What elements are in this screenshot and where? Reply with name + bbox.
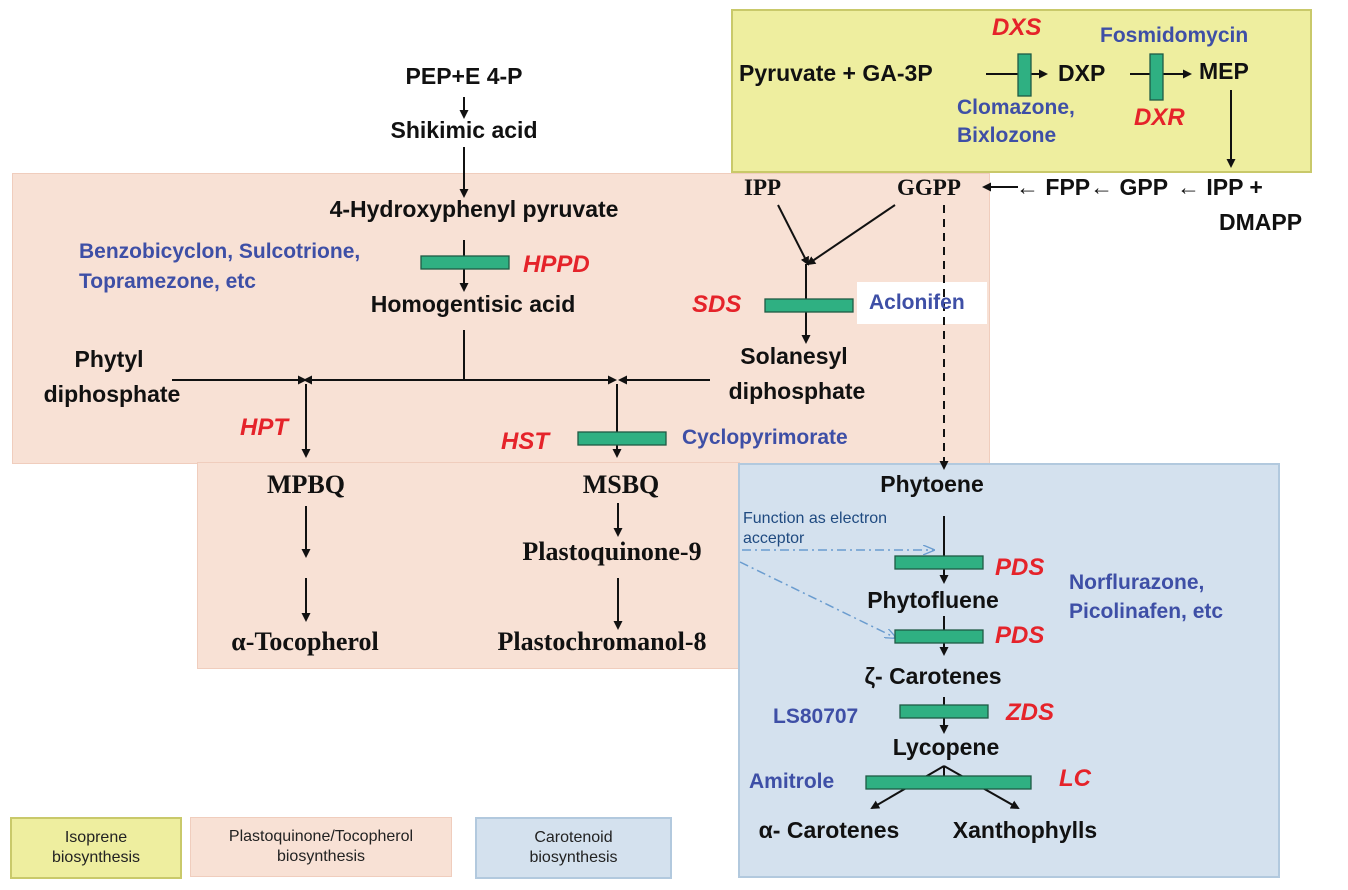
bixlozone-label: Bixlozone	[957, 124, 1057, 147]
hppd-inhibitors-line1: Benzobicyclon, Sulcotrione,	[79, 240, 361, 263]
msbq-label: MSBQ	[582, 470, 660, 499]
carotenoid-region	[738, 463, 1280, 878]
lc-block-bar	[865, 775, 1032, 790]
dxs-block-bar	[1017, 53, 1032, 97]
ggpp-label: GGPP	[897, 175, 961, 200]
sds-block-bar	[764, 298, 854, 313]
amitrole-label: Amitrole	[749, 770, 835, 793]
aclonifen-label-background	[857, 282, 987, 324]
solanesyl-label-line1: Solanesyl	[740, 343, 848, 369]
norflurazone-label: Norflurazone,	[1069, 571, 1205, 594]
xanthophylls-label: Xanthophylls	[952, 817, 1098, 843]
ipp-to-sds-arrow	[777, 204, 809, 266]
legend-plastoquinone: Plastoquinone/Tocopherol biosynthesis	[190, 817, 452, 877]
legend-isoprene: Isoprene biosynthesis	[10, 817, 182, 879]
hppd-enzyme-label: HPPD	[523, 251, 590, 278]
pyruvate-ga3p-label: Pyruvate + GA-3P	[739, 60, 933, 86]
picolinafen-label: Picolinafen, etc	[1069, 600, 1224, 623]
pds-block-bar-2	[894, 629, 984, 644]
homogentisic-acid-label: Homogentisic acid	[370, 291, 576, 317]
zds-enzyme-label: ZDS	[1006, 699, 1054, 726]
hst-enzyme-label: HST	[501, 428, 549, 455]
alpha-carotenes-label: α- Carotenes	[758, 817, 900, 843]
phytyl-label-line1: Phytyl	[74, 346, 144, 372]
lc-enzyme-label: LC	[1059, 765, 1091, 792]
pds-block-bar-1	[894, 555, 984, 570]
ipp-plus-label: ← IPP +	[1177, 174, 1263, 200]
zeta-carotenes-label: ζ- Carotenes	[864, 663, 1002, 689]
phytofluene-label: Phytofluene	[867, 587, 999, 613]
electron-acceptor-note-line2: acceptor	[743, 530, 805, 547]
legend-pq-line2: biosynthesis	[276, 848, 366, 865]
phytoene-label: Phytoene	[880, 471, 984, 497]
pds-enzyme-label-1: PDS	[995, 554, 1045, 581]
cyclopyrimorate-label: Cyclopyrimorate	[682, 426, 848, 449]
electron-acceptor-note-line1: Function as electron	[743, 510, 888, 527]
legend-isoprene-line2: biosynthesis	[51, 849, 141, 866]
sds-enzyme-label: SDS	[692, 291, 742, 318]
pds-enzyme-label-2: PDS	[995, 622, 1045, 649]
hst-block-bar	[577, 431, 667, 446]
hpt-enzyme-label: HPT	[240, 414, 288, 441]
plastoquinone-region-upper	[12, 173, 990, 464]
ipp-label: IPP	[744, 175, 782, 200]
pep-label: PEP+E 4-P	[405, 63, 523, 89]
fpp-gpp-label: ← FPP← GPP	[1016, 174, 1169, 200]
fosmidomycin-label: Fosmidomycin	[1100, 24, 1249, 47]
zds-block-bar	[899, 704, 989, 719]
dxr-enzyme-label: DXR	[1134, 104, 1185, 131]
aclonifen-label: Aclonifen	[869, 291, 965, 314]
plastoquinone-region-lower	[197, 462, 740, 669]
legend-car-line1: Carotenoid	[534, 829, 613, 846]
lycopene-label: Lycopene	[892, 734, 1000, 760]
hppd-block-bar	[420, 255, 510, 270]
ls80707-label: LS80707	[773, 705, 859, 728]
mep-label: MEP	[1199, 58, 1249, 84]
legend-pq-line1: Plastoquinone/Tocopherol	[228, 828, 414, 845]
dxp-label: DXP	[1058, 60, 1106, 86]
legend-car-line2: biosynthesis	[529, 849, 618, 866]
mpbq-label: MPBQ	[267, 470, 345, 499]
dxr-block-bar	[1149, 53, 1164, 101]
legend-isoprene-line1: Isoprene	[64, 829, 128, 846]
legend-carotenoid: Carotenoid biosynthesis	[475, 817, 672, 879]
dmapp-label: DMAPP	[1219, 209, 1303, 235]
phytyl-label-line2: diphosphate	[43, 381, 181, 407]
alpha-tocopherol-label: α-Tocopherol	[231, 627, 379, 656]
clomazone-label: Clomazone,	[957, 96, 1075, 119]
plastoquinone-9-label: Plastoquinone-9	[522, 537, 702, 566]
shikimic-acid-label: Shikimic acid	[390, 117, 538, 143]
plastochromanol-8-label: Plastochromanol-8	[497, 627, 707, 656]
solanesyl-label-line2: diphosphate	[728, 378, 866, 404]
dxs-enzyme-label: DXS	[992, 14, 1042, 41]
ggpp-to-sds-arrow	[806, 204, 896, 266]
hydroxyphenyl-pyruvate-label: 4-Hydroxyphenyl pyruvate	[329, 196, 619, 222]
hppd-inhibitors-line2: Topramezone, etc	[79, 270, 256, 293]
